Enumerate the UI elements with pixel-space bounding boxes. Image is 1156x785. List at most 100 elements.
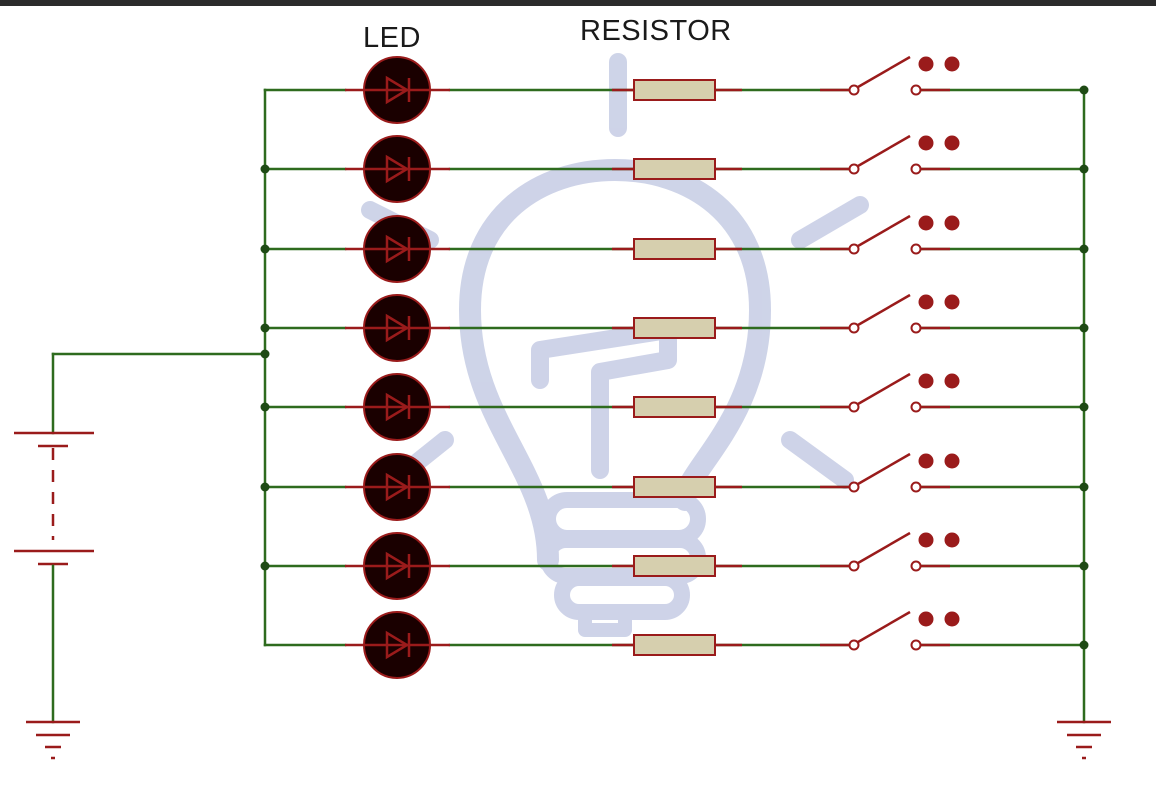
switch-indicator-dot [918,373,934,389]
switch-terminal [910,560,922,572]
circuit-branch [260,293,1089,362]
switch-lever [857,134,911,168]
switch-icon [820,293,960,334]
switch-terminal [848,322,860,334]
switch-icon [820,214,960,255]
switch-lever [857,452,911,486]
resistor-icon [612,238,742,260]
switch-indicator-dot [944,373,960,389]
junction-dot [260,402,270,412]
resistor-icon [612,158,742,180]
switch-terminal [848,639,860,651]
diode-triangle [385,154,410,184]
led-diode-icon [345,135,450,203]
switch-terminal [848,481,860,493]
diode-triangle [385,472,410,502]
led-diode-icon [345,373,450,441]
resistor-body [633,476,716,498]
switch-lever [857,372,911,406]
diode-triangle [385,551,410,581]
circuit-branch [260,214,1089,283]
switch-lever [857,610,911,644]
lightbulb-watermark-icon [361,53,869,637]
switch-terminal [910,481,922,493]
window-top-bar [0,0,1156,6]
junction-dot [1079,323,1089,333]
battery-icon [14,352,94,724]
led-diode-icon [345,294,450,362]
diode-triangle [385,75,410,105]
junction-dot [1079,164,1089,174]
resistor-icon [612,396,742,418]
switch-terminal [848,84,860,96]
resistor-body [633,158,716,180]
circuit-branch [260,452,1089,521]
switch-terminal [848,560,860,572]
diode-triangle [385,313,410,343]
resistor-icon [612,634,742,656]
junction-dot [260,323,270,333]
switch-icon [820,372,960,413]
ground-left-icon [26,720,80,760]
resistor-column-label: RESISTOR [580,15,732,47]
switch-indicator-dot [918,532,934,548]
switch-terminal [910,163,922,175]
junction-dot [1079,402,1089,412]
switch-indicator-dot [944,532,960,548]
switch-lever [857,214,911,248]
resistor-body [633,79,716,101]
circuit-branch [260,531,1089,600]
switch-icon [820,452,960,493]
switch-indicator-dot [944,215,960,231]
diode-triangle [385,234,410,264]
switch-indicator-dot [918,453,934,469]
resistor-icon [612,317,742,339]
switch-lever [857,293,911,327]
junction-dot [1079,640,1089,650]
junction-dot [1079,561,1089,571]
junction-dot [260,244,270,254]
resistor-body [633,396,716,418]
junction-dot [1079,482,1089,492]
junction-dot [260,561,270,571]
switch-terminal [910,322,922,334]
resistor-body [633,317,716,339]
resistor-icon [612,79,742,101]
switch-terminal [848,401,860,413]
resistor-body [633,555,716,577]
resistor-icon [612,476,742,498]
switch-lever [857,55,911,89]
switch-terminal [910,243,922,255]
switch-indicator-dot [944,56,960,72]
resistor-icon [612,555,742,577]
diode-triangle [385,630,410,660]
circuit-branch [260,372,1089,441]
switch-icon [820,134,960,175]
junction-dot [260,482,270,492]
circuit-branch [263,55,1089,124]
switch-icon [820,610,960,651]
switch-terminal [910,401,922,413]
switch-indicator-dot [918,135,934,151]
switch-indicator-dot [944,135,960,151]
junction-dot [260,349,270,359]
switch-indicator-dot [944,611,960,627]
switch-terminal [910,84,922,96]
ground-right-icon [1057,720,1111,760]
led-diode-icon [345,215,450,283]
led-diode-icon [345,532,450,600]
switch-terminal [848,163,860,175]
switch-lever [857,531,911,565]
switch-indicator-dot [918,611,934,627]
switch-icon [820,531,960,572]
circuit-branch [263,610,1089,679]
switch-terminal [848,243,860,255]
circuit-branch [260,134,1089,203]
switch-icon [820,55,960,96]
switch-indicator-dot [944,294,960,310]
led-diode-icon [345,611,450,679]
junction-dot [260,164,270,174]
switch-indicator-dot [918,215,934,231]
led-diode-icon [345,56,450,124]
